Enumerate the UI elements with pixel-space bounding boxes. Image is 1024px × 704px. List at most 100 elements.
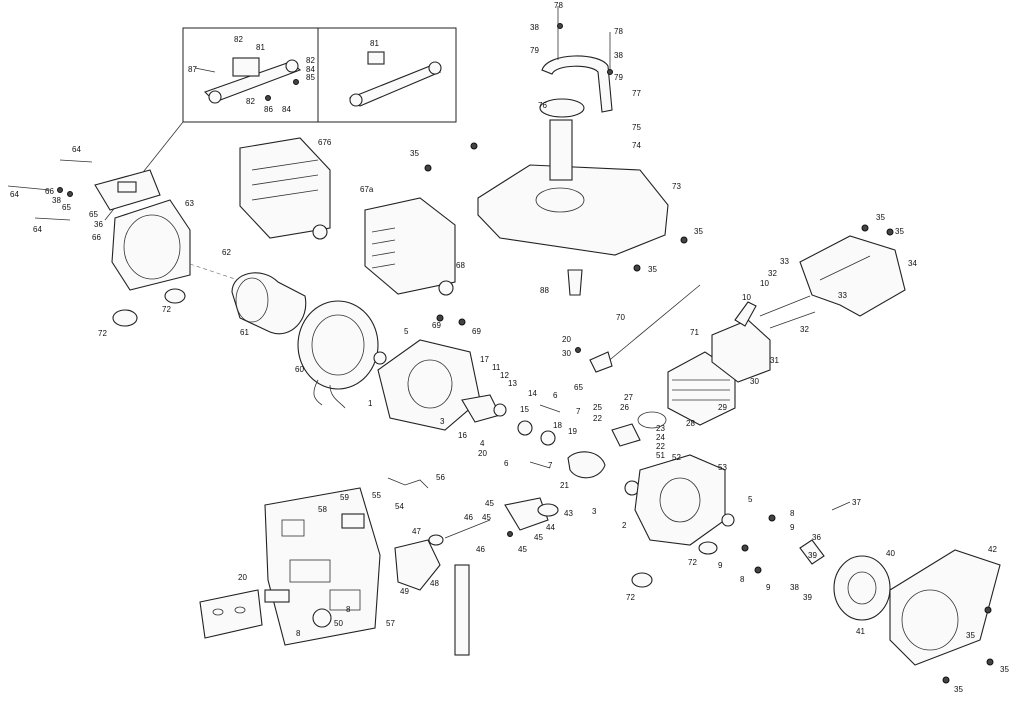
label-33: 33 <box>838 291 847 300</box>
label-32: 32 <box>800 325 809 334</box>
label-18: 18 <box>553 421 562 430</box>
bearing-18 <box>517 420 533 436</box>
gasket-27 <box>637 411 667 429</box>
stud-10 <box>759 295 811 317</box>
label-9: 9 <box>718 561 723 570</box>
fuel-tank-group <box>424 6 688 296</box>
label-63: 63 <box>185 199 194 208</box>
stud-46 <box>444 519 491 539</box>
label-20: 20 <box>562 335 571 344</box>
screw-35f <box>984 606 992 614</box>
label-7: 7 <box>548 461 553 470</box>
fuel-valve-88 <box>567 269 583 296</box>
label-74: 74 <box>632 141 641 150</box>
screw-45c <box>507 531 513 537</box>
cover-edge <box>819 255 871 281</box>
housing-module <box>117 181 137 193</box>
bearing-19 <box>540 430 556 446</box>
screw-35h <box>942 676 950 684</box>
label-30: 30 <box>562 349 571 358</box>
shroud-grommet <box>312 224 328 240</box>
crankcase-2 <box>634 454 726 546</box>
label-42: 42 <box>988 545 997 554</box>
label-15: 15 <box>520 405 529 414</box>
filter-74 <box>549 119 573 181</box>
label-77: 77 <box>632 89 641 98</box>
starter-pawl-36 <box>799 539 825 565</box>
label-48: 48 <box>430 579 439 588</box>
label-31: 31 <box>770 356 779 365</box>
label-24: 24 <box>656 433 665 442</box>
screw-69b <box>458 318 466 326</box>
label-22: 22 <box>656 442 665 451</box>
tank-neck <box>535 187 585 213</box>
ignition-coil <box>589 351 613 373</box>
shroud-slot <box>251 174 319 186</box>
screw-35b <box>886 228 894 236</box>
pad-block <box>367 51 385 65</box>
label-32: 32 <box>768 269 777 278</box>
housing-bore <box>123 214 181 280</box>
label-27: 27 <box>624 393 633 402</box>
label-8: 8 <box>790 509 795 518</box>
label-72: 72 <box>162 305 171 314</box>
seal-5b <box>721 513 735 527</box>
screw-25 <box>470 142 478 150</box>
label-676: 676 <box>318 138 332 147</box>
bracket-bushing-left <box>208 90 222 104</box>
nut-8 <box>768 514 776 522</box>
screw-35g <box>986 658 994 666</box>
rotor-61 <box>231 272 307 335</box>
shroud-slot <box>251 189 319 201</box>
label-33: 33 <box>780 257 789 266</box>
screw-20b <box>575 347 581 353</box>
label-35: 35 <box>1000 665 1009 674</box>
gasket-50 <box>312 608 332 628</box>
recoil-cover-42 <box>889 549 1001 666</box>
foot-72d <box>631 572 653 588</box>
label-82: 82 <box>234 35 243 44</box>
crankcase-1 <box>377 339 481 431</box>
label-30: 30 <box>750 377 759 386</box>
inset-detail-boxes <box>104 27 457 221</box>
bolt-64b <box>59 159 93 163</box>
label-64: 64 <box>33 225 42 234</box>
label-45: 45 <box>518 545 527 554</box>
flywheel-group <box>799 501 1001 684</box>
label-44: 44 <box>546 523 555 532</box>
label-59: 59 <box>340 493 349 502</box>
bracket-bushing-3 <box>349 93 363 107</box>
label-65: 65 <box>62 203 71 212</box>
label-13: 13 <box>508 379 517 388</box>
nut-9 <box>741 544 749 552</box>
label-75: 75 <box>632 123 641 132</box>
bracket-bushing-4 <box>428 61 442 75</box>
stator-wire-2 <box>329 384 346 409</box>
screw-69 <box>436 314 444 322</box>
label-61: 61 <box>240 328 249 337</box>
label-7: 7 <box>576 407 581 416</box>
label-84: 84 <box>306 65 315 74</box>
label-35: 35 <box>895 227 904 236</box>
label-60: 60 <box>295 365 304 374</box>
label-47: 47 <box>412 527 421 536</box>
label-16: 16 <box>458 431 467 440</box>
panel-socket <box>281 519 305 537</box>
label-41: 41 <box>856 627 865 636</box>
spark-plug-71 <box>734 301 757 327</box>
label-26: 26 <box>620 403 629 412</box>
label-56: 56 <box>436 473 445 482</box>
ring-5 <box>373 351 387 365</box>
label-2: 2 <box>622 521 627 530</box>
fan-hub <box>847 571 877 605</box>
label-88: 88 <box>540 286 549 295</box>
front-plate <box>199 589 263 639</box>
label-58: 58 <box>318 505 327 514</box>
shroud-fin <box>371 227 396 233</box>
label-20: 20 <box>238 573 247 582</box>
label-69: 69 <box>432 321 441 330</box>
spring-37 <box>831 501 851 511</box>
label-76: 76 <box>538 101 547 110</box>
label-8: 8 <box>296 629 301 638</box>
label-64: 64 <box>72 145 81 154</box>
